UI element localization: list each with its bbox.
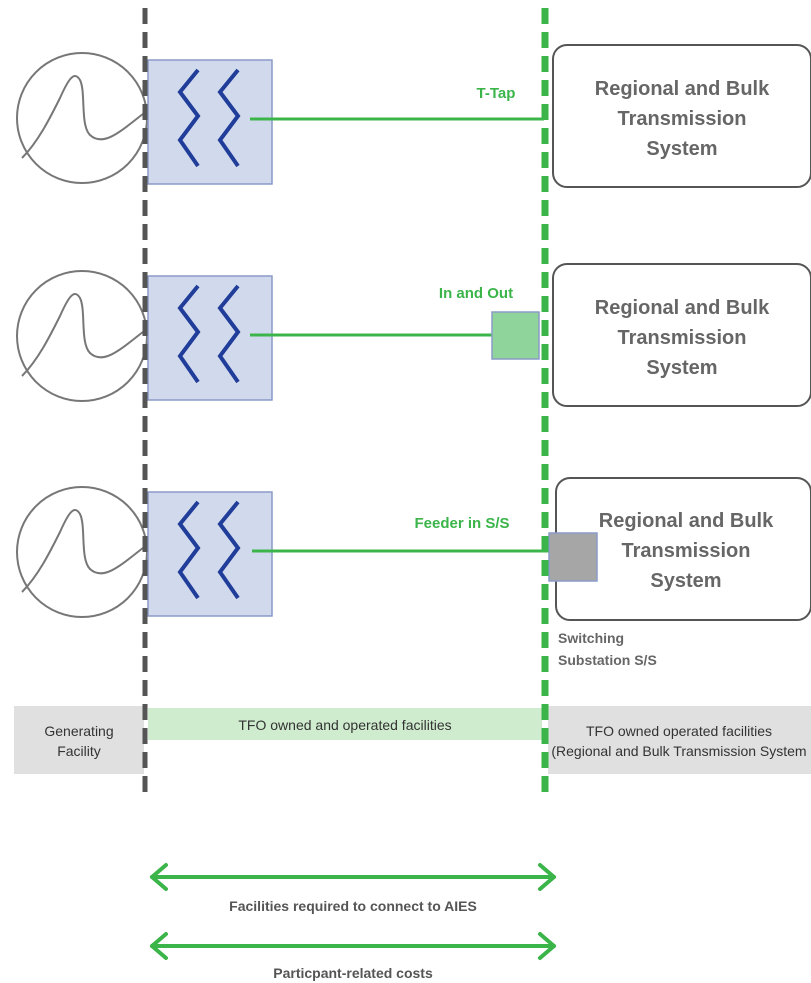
- system-label-line-2: Transmission: [622, 540, 751, 562]
- regional-bulk-system-box: [552, 263, 811, 407]
- t-tap-label: T-Tap: [477, 85, 516, 102]
- transformer-box: [147, 275, 273, 401]
- transformer-winding-icon: [177, 500, 241, 600]
- generating-facility-band: [14, 706, 144, 774]
- participant-costs-label: Particpant-related costs: [273, 965, 433, 981]
- tfo-owned-label: TFO owned and operated facilities: [238, 717, 451, 733]
- row-t-tap: T-Tap Regional and Bulk Transmission Sys…: [16, 44, 811, 188]
- facilities-required-arrow: [150, 863, 556, 891]
- transformer-box: [147, 491, 273, 617]
- system-label-line-3: System: [646, 138, 717, 160]
- tfo-regional-label-1: TFO owned operated facilities: [586, 723, 772, 739]
- system-label-line-1: Regional and Bulk: [599, 510, 774, 532]
- system-label-line-1: Regional and Bulk: [595, 297, 770, 319]
- row-feeder-in-ss: Feeder in S/S Regional and Bulk Transmis…: [16, 477, 811, 668]
- tfo-owned-band: [148, 708, 542, 740]
- generator-sine-icon: [16, 52, 149, 184]
- tfo-regional-label-2: (Regional and Bulk Transmission System: [551, 743, 806, 759]
- generator-sine-icon: [16, 486, 149, 618]
- row-in-and-out: In and Out Regional and Bulk Transmissio…: [16, 263, 811, 407]
- substation-ss-label: Substation S/S: [558, 652, 657, 668]
- system-label-line-1: Regional and Bulk: [595, 78, 770, 100]
- switching-substation-box: [548, 532, 598, 582]
- in-and-out-label: In and Out: [439, 285, 513, 302]
- generating-facility-label-2: Facility: [57, 743, 101, 759]
- regional-bulk-system-box: [552, 44, 811, 188]
- participant-costs-arrow: [150, 932, 556, 960]
- generating-facility-label-1: Generating: [44, 723, 113, 739]
- transformer-box: [147, 59, 273, 185]
- generator-sine-icon: [16, 270, 149, 402]
- system-label-line-3: System: [646, 357, 717, 379]
- transformer-winding-icon: [177, 284, 241, 384]
- switching-label: Switching: [558, 630, 624, 646]
- transformer-winding-icon: [177, 68, 241, 168]
- system-label-line-2: Transmission: [618, 108, 747, 130]
- feeder-in-ss-label: Feeder in S/S: [414, 515, 509, 532]
- system-label-line-3: System: [650, 570, 721, 592]
- tfo-regional-band: [548, 706, 811, 774]
- facilities-required-label: Facilities required to connect to AIES: [229, 898, 477, 914]
- in-and-out-substation: [491, 311, 540, 360]
- system-label-line-2: Transmission: [618, 327, 747, 349]
